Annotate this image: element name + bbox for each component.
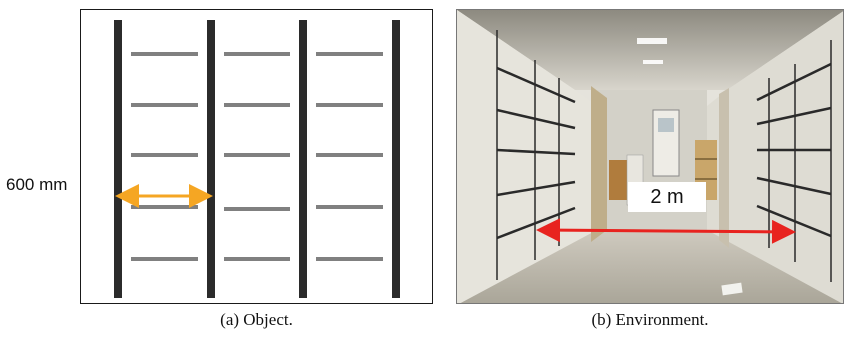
right-wall-rung-4	[756, 176, 832, 196]
pole-3	[299, 20, 307, 298]
object-diagram	[114, 20, 400, 298]
left-wall-rung-3	[496, 148, 576, 156]
caption-environment: (b) Environment.	[591, 310, 709, 329]
left-cabinet	[609, 160, 627, 200]
environment-dimension-arrow	[536, 218, 796, 244]
caption-object: (a) Object.	[220, 310, 293, 329]
floor	[460, 230, 842, 303]
left-wall-rung-5	[496, 206, 576, 240]
left-wall-rung-1	[496, 66, 576, 104]
environment-dimension-label: 2 m	[628, 182, 706, 212]
pole-2	[207, 20, 215, 298]
right-wall-rung-1	[756, 62, 832, 102]
object-dimension-label: 600 mm	[6, 175, 68, 194]
right-wall-rung-2	[756, 106, 832, 126]
pole-4	[392, 20, 400, 298]
left-wall-rung-2	[496, 108, 576, 130]
left-wall-rung-4	[496, 180, 576, 197]
object-panel	[80, 9, 433, 304]
ceiling	[457, 10, 843, 90]
pole-1	[114, 20, 122, 298]
